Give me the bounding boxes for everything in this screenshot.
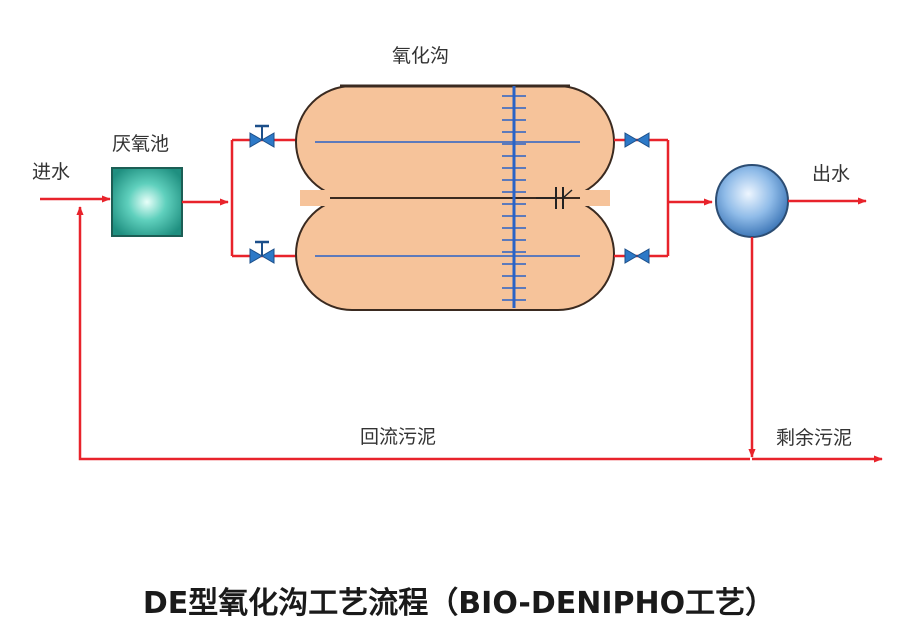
anaerobic-tank-label: 厌氧池 (112, 133, 169, 155)
secondary-clarifier (715, 164, 789, 238)
return-sludge-label: 回流污泥 (360, 426, 436, 448)
valve-icon[interactable] (624, 248, 650, 264)
anaerobic-tank (111, 167, 183, 237)
effluent-label: 出水 (812, 163, 850, 185)
valve-icon[interactable] (249, 124, 275, 148)
return-sludge-line (76, 206, 750, 461)
excess-sludge-label: 剩余污泥 (776, 427, 852, 449)
valve-icon[interactable] (249, 240, 275, 264)
oxidation-ditch-label: 氧化沟 (392, 45, 449, 67)
influent-label: 进水 (32, 161, 70, 183)
valve-icon[interactable] (624, 132, 650, 148)
oxidation-ditch (295, 84, 615, 311)
figure-caption: DE型氧化沟工艺流程（BIO-DENIPHO工艺） (143, 586, 775, 621)
gate-connector-icon (536, 187, 573, 209)
aerator-rotor (502, 86, 526, 308)
